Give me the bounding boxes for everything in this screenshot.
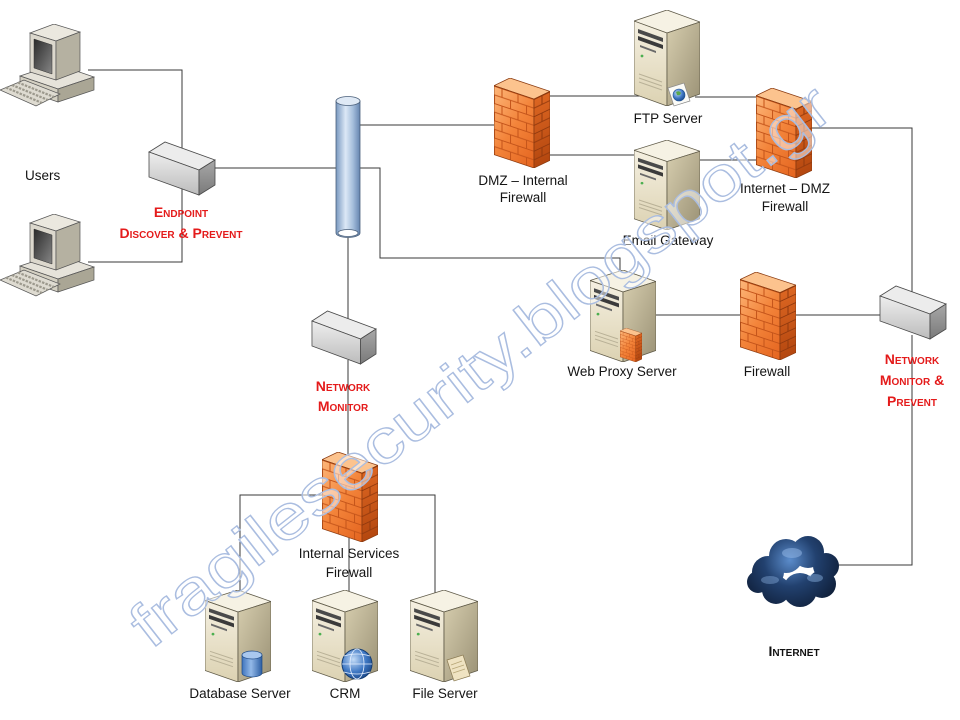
file-server-label: File Server xyxy=(412,686,478,701)
user-computer-icon xyxy=(0,214,96,298)
connector-monitor-prevent-internet xyxy=(835,335,913,566)
firewall-icon xyxy=(620,328,642,362)
connector-internet-firewall-monitor-prevent xyxy=(805,127,913,295)
connector-backbone-web-proxy xyxy=(360,167,621,282)
internal-services-firewall-label-line2: Firewall xyxy=(326,565,373,580)
email-gateway-label: Email Gateway xyxy=(623,233,714,248)
database-server-label: Database Server xyxy=(189,686,291,701)
dmz-internal-firewall-label-line1: DMZ – Internal xyxy=(478,173,567,188)
web-proxy-server-label: Web Proxy Server xyxy=(567,364,677,379)
network-monitor-prevent-label-line1: Network xyxy=(885,351,940,367)
globe-icon xyxy=(341,648,373,680)
internet-label: Internet xyxy=(768,643,819,659)
ftp-server-icon xyxy=(634,10,700,106)
network-monitor-prevent-appliance-icon xyxy=(879,285,947,340)
network-monitor-label-line1: Network xyxy=(316,378,371,394)
document-icon xyxy=(446,654,471,682)
endpoint-appliance-icon xyxy=(148,141,216,196)
file-server-icon xyxy=(410,590,478,682)
internal-services-firewall-label-line1: Internal Services xyxy=(299,546,400,561)
backbone-pipe-icon xyxy=(335,96,361,238)
internet-dmz-firewall-label-line1: Internet – DMZ xyxy=(740,181,830,196)
network-monitor-label-line2: Monitor xyxy=(318,398,369,414)
network-monitor-prevent-label-line2: Monitor & xyxy=(880,372,944,388)
cloud-icon xyxy=(747,536,839,607)
watermark-text: fragilesecurity.blogspot.gr xyxy=(117,71,845,661)
database-icon xyxy=(241,650,263,678)
ftp-server-label: FTP Server xyxy=(634,111,703,126)
connector-internal-firewall-file-server xyxy=(372,494,436,602)
endpoint-label-line1: Endpoint xyxy=(154,204,208,220)
users-label: Users xyxy=(25,168,61,183)
connector-internal-firewall-database xyxy=(239,494,330,602)
crm-label: CRM xyxy=(330,686,361,701)
firewall-icon xyxy=(740,272,796,360)
internet-dmz-firewall-label-line2: Firewall xyxy=(762,199,809,214)
network-monitor-appliance-icon xyxy=(311,310,377,365)
globe-document-icon xyxy=(667,82,691,107)
dmz-internal-firewall-icon xyxy=(494,78,550,168)
firewall-label: Firewall xyxy=(744,364,791,379)
connectors xyxy=(88,69,913,602)
user-computer-icon xyxy=(0,24,96,108)
connector-user2-endpoint xyxy=(88,185,183,263)
endpoint-label-line2: Discover & Prevent xyxy=(120,225,243,241)
dmz-internal-firewall-label-line2: Firewall xyxy=(500,190,547,205)
network-monitor-prevent-label-line3: Prevent xyxy=(887,393,937,409)
connector-user1-endpoint xyxy=(88,69,183,152)
